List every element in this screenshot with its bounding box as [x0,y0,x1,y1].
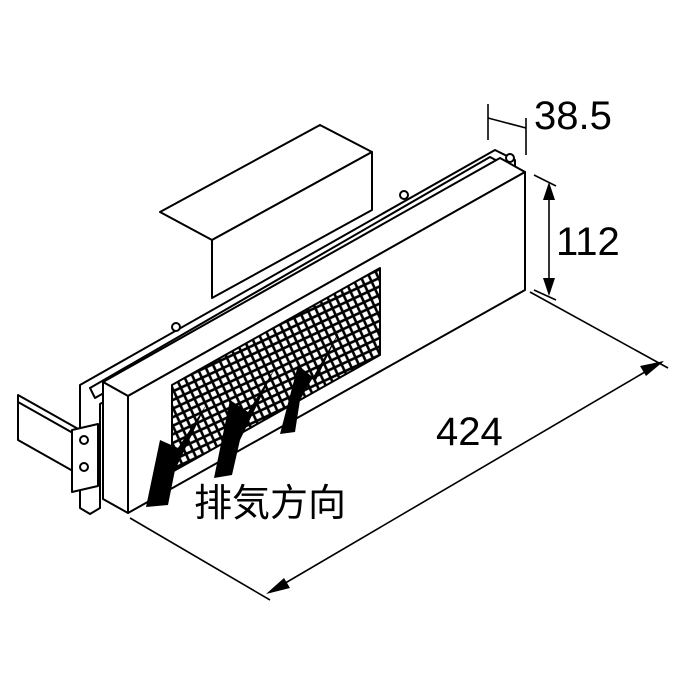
screw-icon [505,153,515,163]
screw-icon [171,322,181,332]
exhaust-direction-label: 排気方向 [194,481,347,525]
arrow-icon [146,405,206,507]
arrow-icon [214,368,275,478]
width-dimension-label: 424 [436,410,503,454]
screw-icon [399,190,409,200]
height-dimension-label: 112 [556,220,620,264]
mesh-grille [171,267,381,473]
dimension-lines [129,104,669,601]
airflow-arrows [146,330,340,507]
duct-box [17,124,373,476]
arrow-icon [280,330,340,434]
depth-dimension-label: 38.5 [534,94,612,138]
